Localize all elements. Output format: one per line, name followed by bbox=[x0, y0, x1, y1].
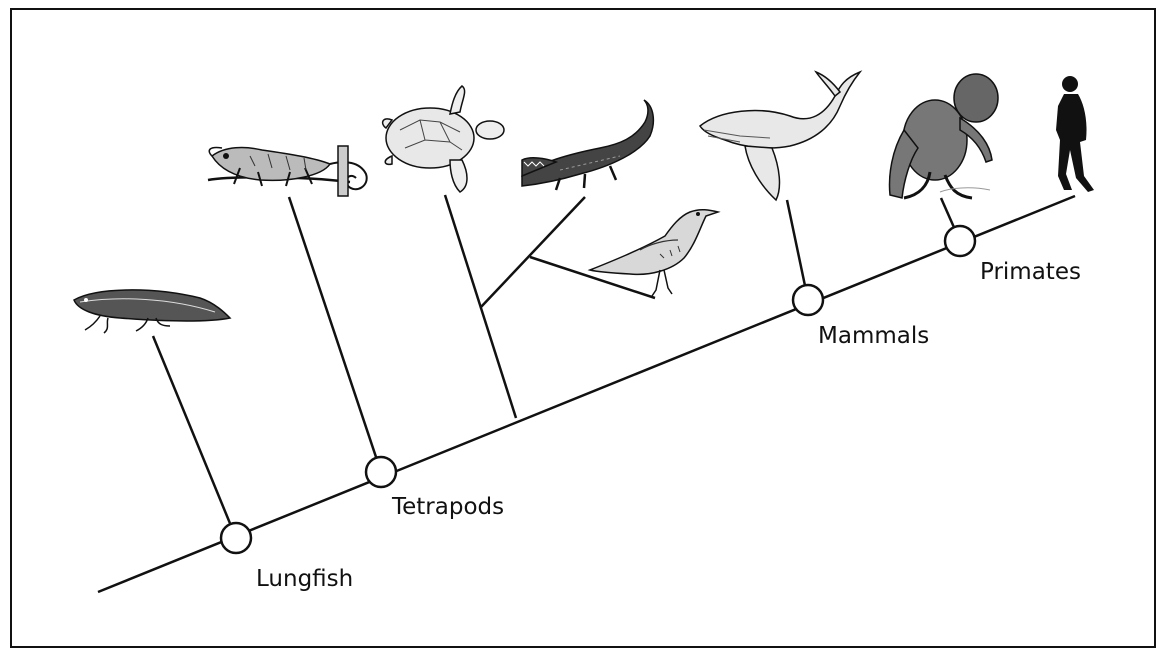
label-primates: Primates bbox=[980, 259, 1081, 285]
label-tetrapods: Tetrapods bbox=[391, 494, 504, 520]
crocodile-illustration bbox=[522, 100, 653, 190]
ape-illustration bbox=[890, 74, 998, 198]
node-primates bbox=[945, 226, 975, 256]
branch-archosaur bbox=[481, 197, 585, 307]
branch-lungfish bbox=[153, 336, 236, 538]
lungfish-illustration bbox=[74, 290, 230, 333]
node-tetrapods bbox=[366, 457, 396, 487]
label-lungfish: Lungfish bbox=[256, 566, 353, 592]
node-mammals bbox=[793, 285, 823, 315]
sea-turtle-illustration bbox=[383, 86, 504, 192]
label-mammals: Mammals bbox=[818, 323, 929, 349]
branch-chameleon bbox=[289, 197, 381, 472]
chameleon-illustration bbox=[208, 146, 367, 196]
node-lungfish bbox=[221, 523, 251, 553]
human-silhouette bbox=[1056, 76, 1094, 192]
whale-illustration bbox=[700, 72, 860, 200]
